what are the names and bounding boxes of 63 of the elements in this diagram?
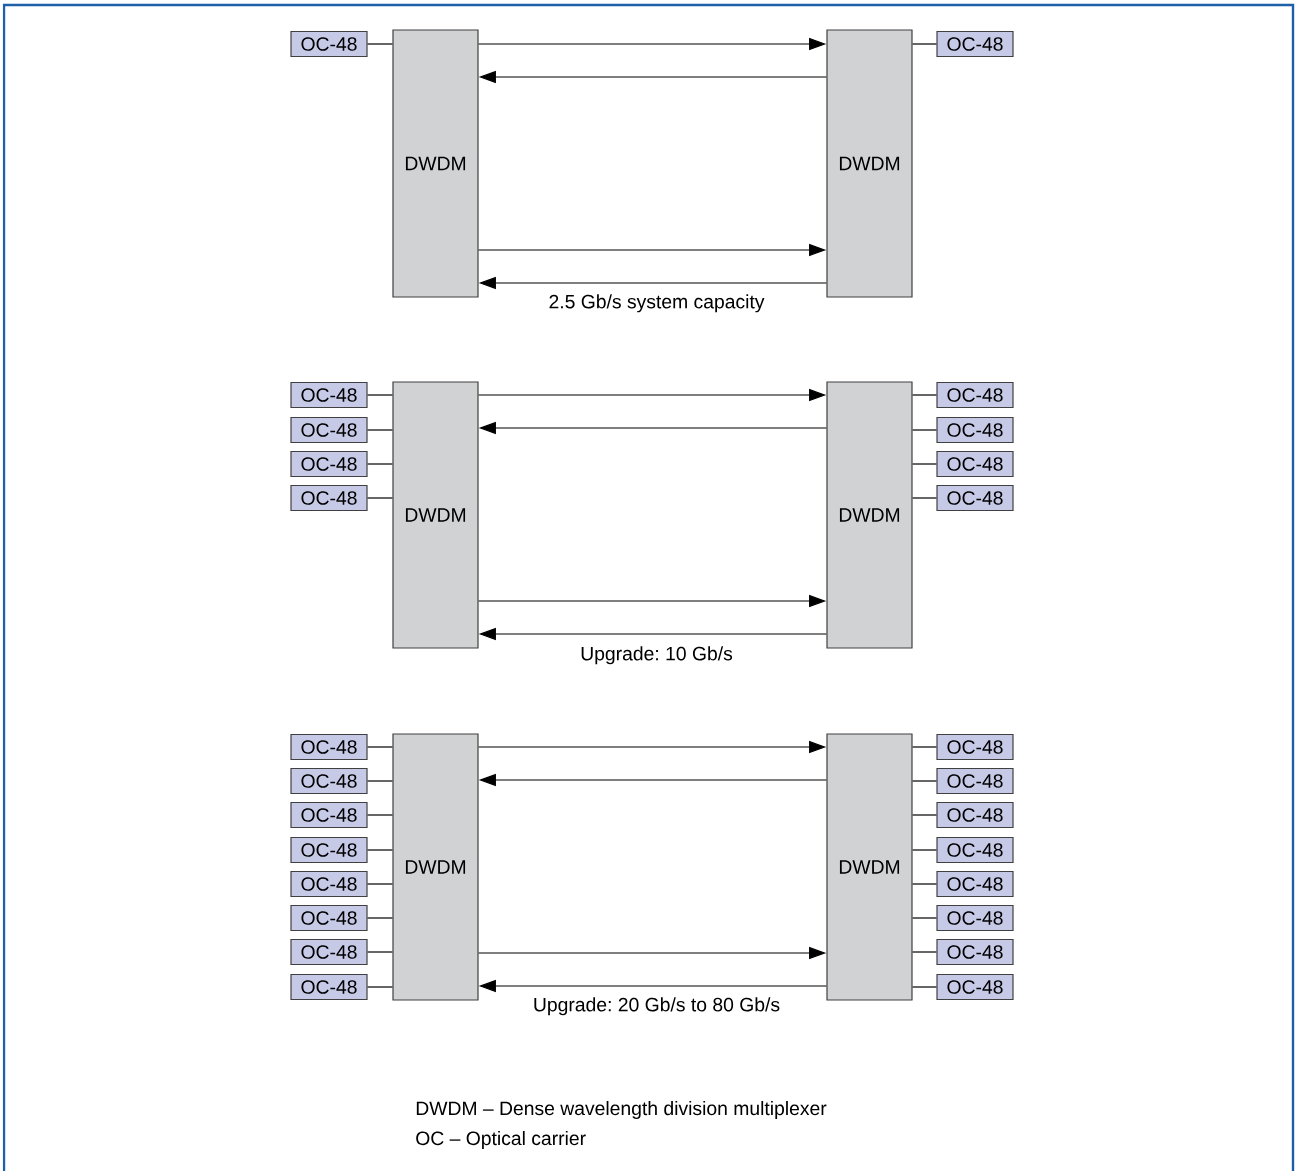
carrier-box: OC-48 xyxy=(290,484,368,512)
connector-line xyxy=(912,986,937,988)
carrier-box: OC-48 xyxy=(290,938,368,966)
connector-line xyxy=(367,951,393,953)
connector-line xyxy=(912,394,937,396)
carrier-box: OC-48 xyxy=(936,416,1014,444)
carrier-box: OC-48 xyxy=(936,484,1014,512)
carrier-box: OC-48 xyxy=(936,450,1014,478)
carrier-box: OC-48 xyxy=(290,836,368,864)
carrier-box: OC-48 xyxy=(290,733,368,761)
connector-line xyxy=(912,814,937,816)
multiplexer-box: DWDM xyxy=(392,381,479,649)
connector-line xyxy=(367,43,393,45)
connector-line xyxy=(367,746,393,748)
carrier-box: OC-48 xyxy=(290,450,368,478)
connector-line xyxy=(912,497,937,499)
carrier-box: OC-48 xyxy=(936,938,1014,966)
carrier-box: OC-48 xyxy=(290,30,368,58)
legend-note: DWDM – Dense wavelength division multiplexer xyxy=(416,1101,827,1119)
connector-line xyxy=(912,917,937,919)
carrier-box: OC-48 xyxy=(936,30,1014,58)
connector-line xyxy=(367,780,393,782)
connector-line xyxy=(367,429,393,431)
multiplexer-box: DWDM xyxy=(826,381,913,649)
connector-line xyxy=(367,497,393,499)
carrier-box: OC-48 xyxy=(936,836,1014,864)
connector-line xyxy=(912,746,937,748)
connector-line xyxy=(912,951,937,953)
connector-line xyxy=(912,883,937,885)
multiplexer-box: DWDM xyxy=(392,29,479,298)
connector-line xyxy=(367,849,393,851)
legend-note: OC – Optical carrier xyxy=(416,1131,586,1149)
carrier-box: OC-48 xyxy=(936,733,1014,761)
panel-caption: Upgrade: 10 Gb/s xyxy=(581,646,733,665)
carrier-box: OC-48 xyxy=(290,870,368,898)
carrier-box: OC-48 xyxy=(290,904,368,932)
connector-line xyxy=(367,917,393,919)
carrier-box: OC-48 xyxy=(936,767,1014,795)
carrier-box: OC-48 xyxy=(290,767,368,795)
multiplexer-box: DWDM xyxy=(392,733,479,1001)
connector-line xyxy=(367,814,393,816)
connector-line xyxy=(367,883,393,885)
connector-line xyxy=(912,849,937,851)
connector-line xyxy=(912,463,937,465)
carrier-box: OC-48 xyxy=(290,381,368,409)
carrier-box: OC-48 xyxy=(936,801,1014,829)
carrier-box: OC-48 xyxy=(936,904,1014,932)
panel-caption: 2.5 Gb/s system capacity xyxy=(549,294,765,313)
connector-line xyxy=(912,429,937,431)
carrier-box: OC-48 xyxy=(290,973,368,1001)
carrier-box: OC-48 xyxy=(290,801,368,829)
carrier-box: OC-48 xyxy=(936,381,1014,409)
connector-line xyxy=(367,986,393,988)
connector-line xyxy=(367,394,393,396)
carrier-box: OC-48 xyxy=(290,416,368,444)
panel-caption: Upgrade: 20 Gb/s to 80 Gb/s xyxy=(534,997,780,1016)
multiplexer-box: DWDM xyxy=(826,733,913,1001)
carrier-box: OC-48 xyxy=(936,870,1014,898)
connector-line xyxy=(912,780,937,782)
connector-line xyxy=(912,43,937,45)
connector-line xyxy=(367,463,393,465)
carrier-box: OC-48 xyxy=(936,973,1014,1001)
multiplexer-box: DWDM xyxy=(826,29,913,298)
